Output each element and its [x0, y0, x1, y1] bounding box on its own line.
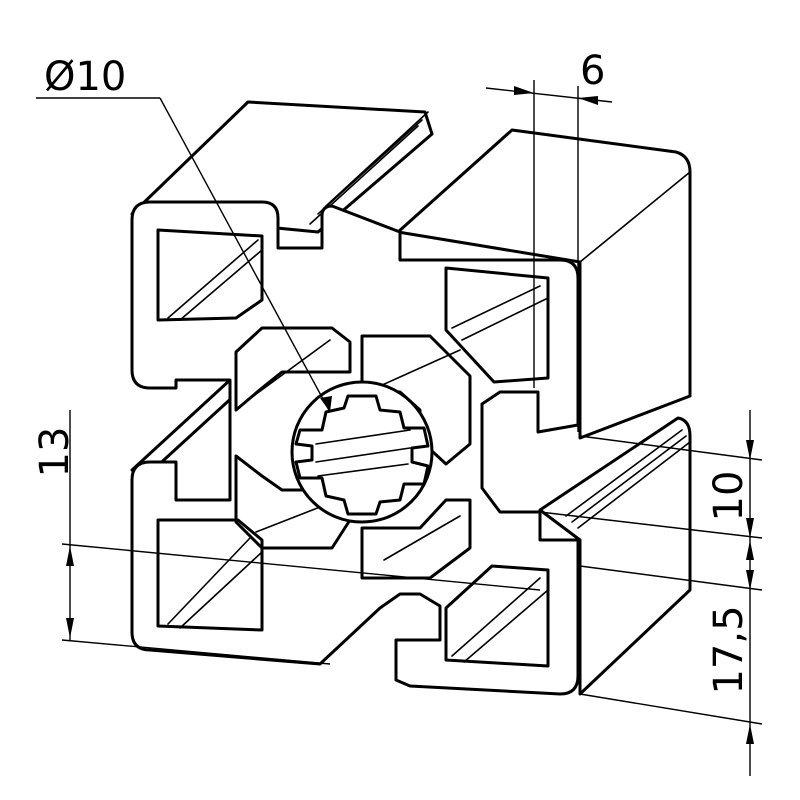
top-right-block-top-face: [396, 128, 692, 440]
height-10-label: 10: [706, 471, 752, 522]
center-bore-star: [294, 394, 430, 516]
dimension-bore: Ø10: [36, 54, 332, 413]
top-left-cavity: [156, 228, 264, 322]
center-chamber-top: [234, 326, 352, 412]
dimension-slot-width: 6: [485, 48, 613, 432]
bottom-right-cavity: [444, 564, 550, 668]
bottom-right-slot-groove: [565, 429, 691, 529]
slot-width-label: 6: [580, 48, 605, 94]
center-core: [290, 380, 434, 524]
profile-body: [130, 100, 692, 696]
top-right-cavity: [444, 266, 550, 384]
bottom-right-block-side-face: [538, 416, 692, 696]
dimension-10-17-5: 10 17,5: [539, 410, 763, 776]
dimension-13: 13: [32, 410, 541, 665]
bore-label: Ø10: [44, 54, 126, 100]
top-right-block-edge: [579, 171, 691, 263]
center-chamber-bottom: [360, 498, 472, 580]
top-left-block-top-face: [130, 100, 434, 234]
height-13-label: 13: [32, 427, 78, 478]
bottom-left-cavity: [156, 518, 264, 632]
height-17-5-label: 17,5: [706, 605, 752, 694]
